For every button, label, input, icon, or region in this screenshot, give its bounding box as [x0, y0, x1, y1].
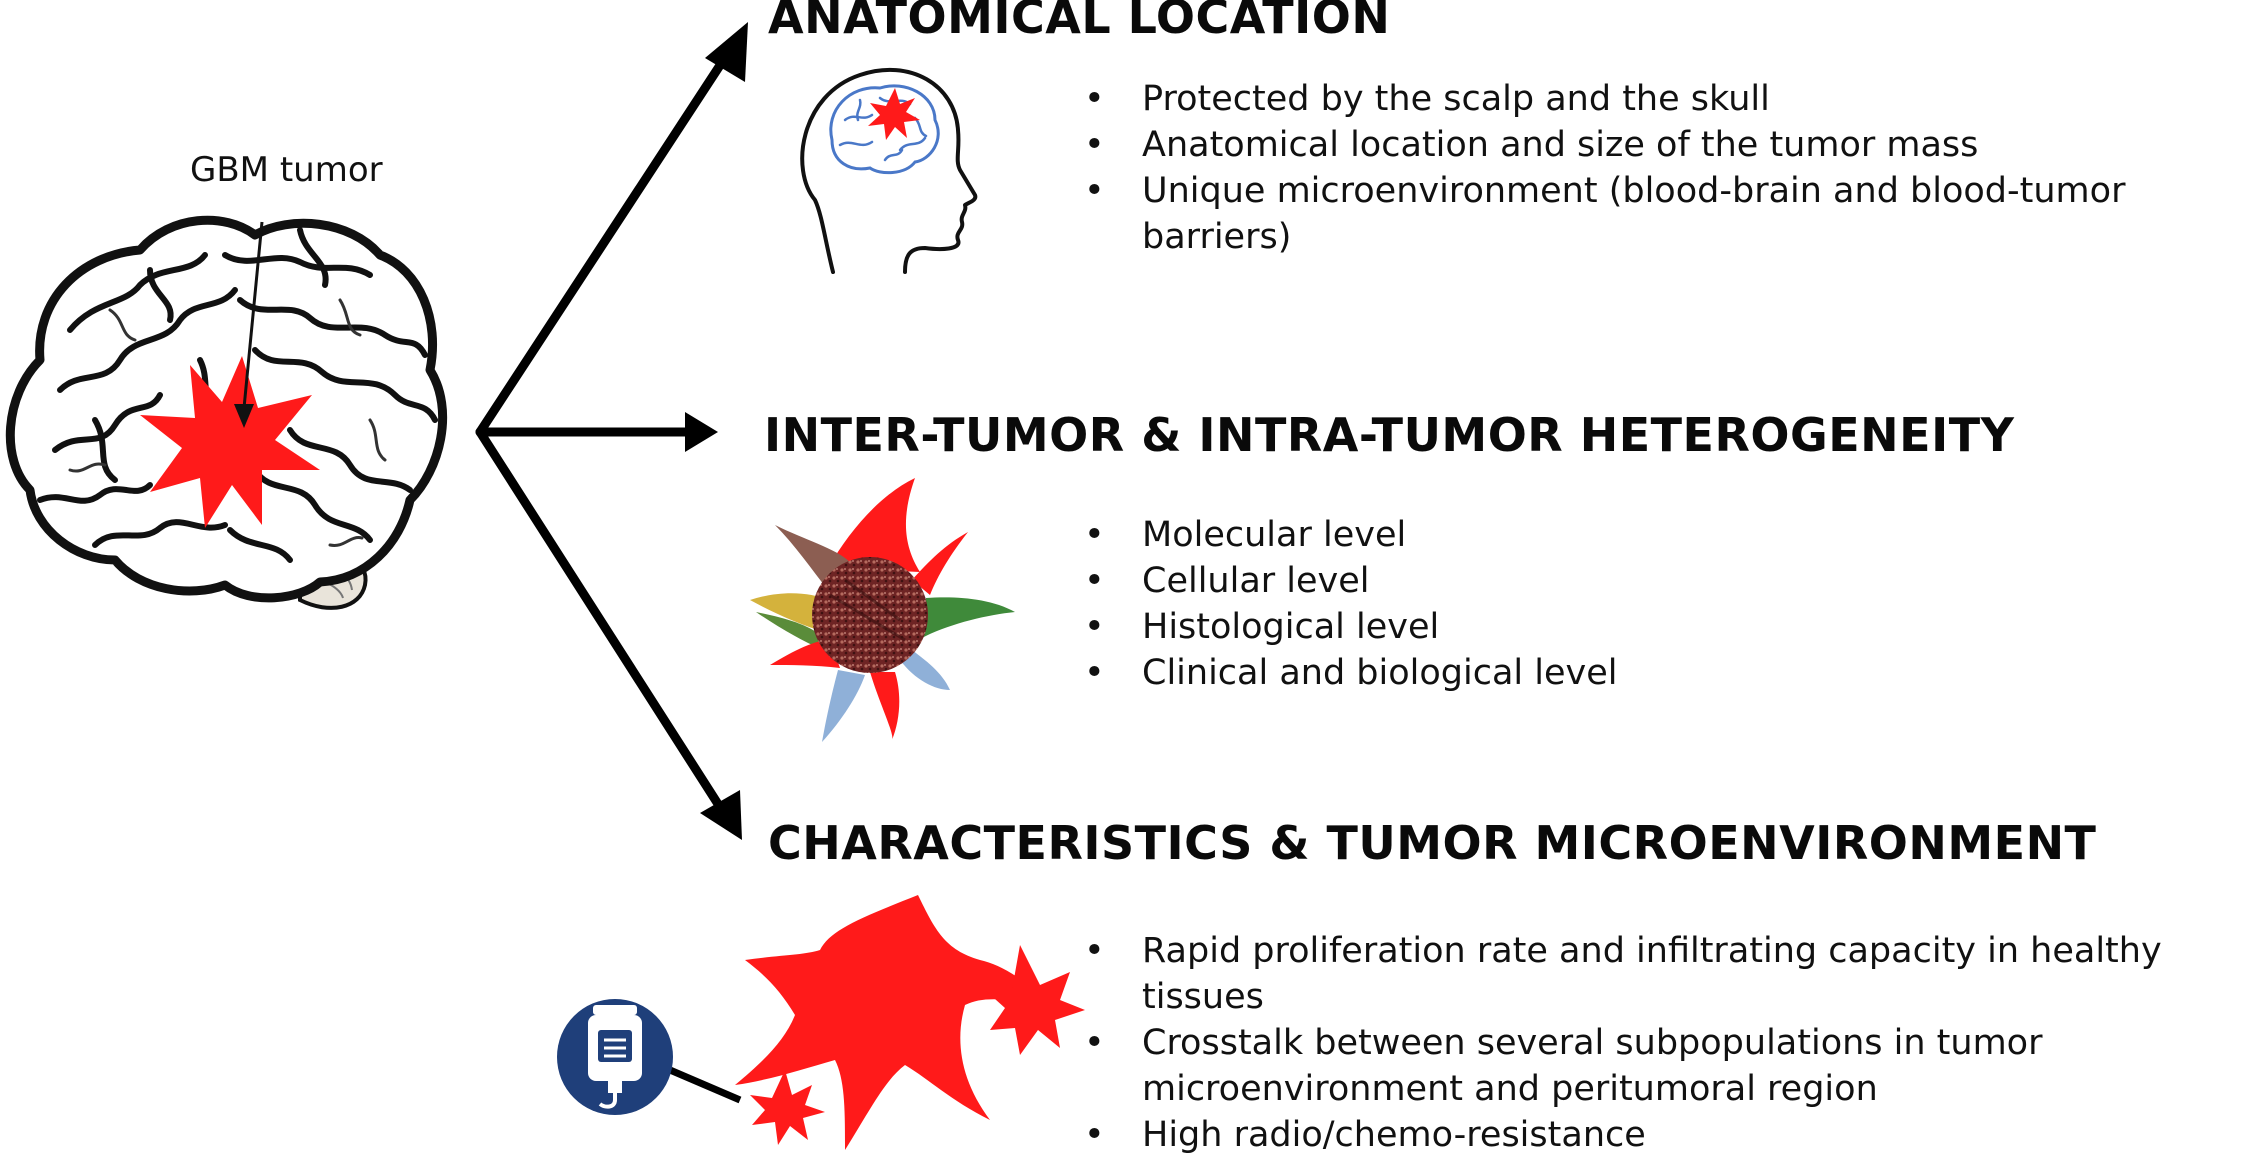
large-tumor-cell: [735, 895, 1050, 1150]
heterogeneous-tumor-icon: [750, 478, 1015, 742]
bullet-list-heterogeneity: Molecular level Cellular level Histologi…: [1082, 512, 1618, 696]
brain-icon: [5, 215, 448, 610]
bullet-item: Clinical and biological level: [1082, 650, 1618, 696]
arrow-heads: [685, 22, 748, 840]
bullet-item: Anatomical location and size of the tumo…: [1082, 122, 2264, 168]
bullet-list-microenvironment: Rapid proliferation rate and infiltratin…: [1082, 928, 2232, 1158]
bullet-item: Crosstalk between several subpopulations…: [1082, 1020, 2232, 1112]
bullet-item: Rapid proliferation rate and infiltratin…: [1082, 928, 2232, 1020]
head-profile-icon: [800, 67, 978, 274]
bullet-item: Unique microenvironment (blood-brain and…: [1082, 168, 2264, 260]
medium-tumor-cell: [985, 945, 1085, 1055]
bullet-item: Protected by the scalp and the skull: [1082, 76, 2264, 122]
bullet-item: Cellular level: [1082, 558, 1618, 604]
branch-arrows: [475, 45, 735, 820]
section-title-heterogeneity: INTER-TUMOR & INTRA-TUMOR HETEROGENEITY: [764, 408, 2015, 462]
tumor-cells-icon: [735, 895, 1085, 1150]
iv-bag-icon: [557, 999, 742, 1115]
bullet-item: Histological level: [1082, 604, 1618, 650]
brain-tumor-icon: [140, 356, 320, 528]
small-tumor-cell: [750, 1070, 825, 1145]
bullet-list-anatomical: Protected by the scalp and the skull Ana…: [1082, 76, 2264, 260]
gbm-tumor-label: GBM tumor: [190, 150, 383, 190]
section-title-microenvironment: CHARACTERISTICS & TUMOR MICROENVIRONMENT: [768, 816, 2097, 870]
head-tumor-icon: [868, 88, 920, 140]
bullet-item: High radio/chemo-resistance: [1082, 1112, 2232, 1158]
bullet-item: Molecular level: [1082, 512, 1618, 558]
section-title-anatomical: ANATOMICAL LOCATION: [768, 0, 1391, 44]
